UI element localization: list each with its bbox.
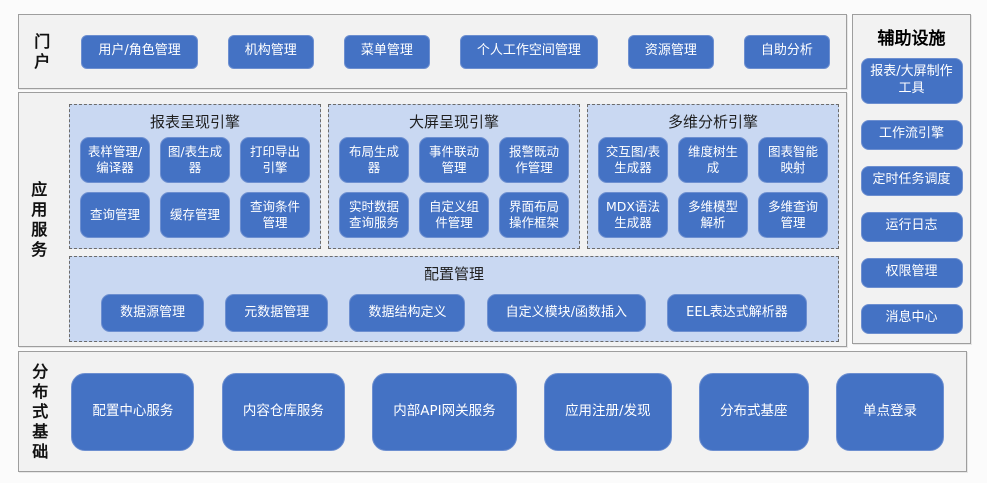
portal-node-row: 用户/角色管理 机构管理 菜单管理 个人工作空间管理 资源管理 自助分析: [51, 34, 830, 69]
node-multidim-query-mgmt: 多维查询管理: [758, 192, 828, 238]
olap-engine-box: 多维分析引擎 交互图/表生成器 维度树生成 图表智能映射 MDX语法生成器 多维…: [587, 104, 839, 249]
node-distributed-base: 分布式基座: [699, 372, 809, 451]
node-realtime-data-query-service: 实时数据查询服务: [339, 192, 409, 238]
node-chart-table-generator: 图/表生成器: [160, 137, 230, 183]
node-report-dashboard-authoring-tool: 报表/大屏制作工具: [860, 58, 963, 104]
node-menu-mgmt: 菜单管理: [343, 34, 430, 69]
report-engine-title: 报表呈现引擎: [149, 113, 240, 131]
node-query-mgmt: 查询管理: [80, 192, 150, 238]
app-services-label: 应用服务: [31, 179, 48, 259]
app-services-section: 应用服务 报表呈现引擎 表样管理/编译器 图/表生成器 打印导出引擎 查询管理 …: [18, 92, 847, 347]
node-report-template-compiler: 表样管理/编译器: [80, 137, 150, 183]
report-engine-box: 报表呈现引擎 表样管理/编译器 图/表生成器 打印导出引擎 查询管理 缓存管理 …: [69, 104, 321, 249]
portal-section: 门户 用户/角色管理 机构管理 菜单管理 个人工作空间管理 资源管理 自助分析: [18, 14, 847, 89]
config-mgmt-title: 配置管理: [423, 265, 484, 283]
node-data-structure-definition: 数据结构定义: [349, 294, 466, 332]
aux-facilities-panel: 辅助设施 报表/大屏制作工具 工作流引擎 定时任务调度 运行日志 权限管理 消息…: [852, 14, 971, 344]
node-cache-mgmt: 缓存管理: [160, 192, 230, 238]
node-org-mgmt: 机构管理: [227, 34, 314, 69]
node-chart-smart-mapping: 图表智能映射: [758, 137, 828, 183]
node-resource-mgmt: 资源管理: [627, 34, 714, 69]
node-app-register-discovery: 应用注册/发现: [544, 372, 672, 451]
node-personal-workspace-mgmt: 个人工作空间管理: [459, 34, 598, 69]
node-interactive-chart-generator: 交互图/表生成器: [598, 137, 668, 183]
node-content-repo-service: 内容仓库服务: [221, 372, 345, 451]
distributed-foundation-label: 分布式基础: [32, 361, 49, 461]
node-event-linkage-mgmt: 事件联动管理: [419, 137, 489, 183]
node-mdx-syntax-generator: MDX语法生成器: [598, 192, 668, 238]
node-scheduled-task-scheduler: 定时任务调度: [860, 165, 963, 196]
node-permission-mgmt: 权限管理: [860, 257, 963, 288]
node-eel-expression-parser: EEL表达式解析器: [667, 294, 807, 332]
node-message-center: 消息中心: [860, 303, 963, 334]
node-query-condition-mgmt: 查询条件管理: [240, 192, 310, 238]
node-config-center-service: 配置中心服务: [71, 372, 195, 451]
node-multidim-model-parsing: 多维模型解析: [678, 192, 748, 238]
node-custom-component-mgmt: 自定义组件管理: [419, 192, 489, 238]
node-ui-layout-framework: 界面布局操作框架: [499, 192, 569, 238]
portal-label: 门户: [34, 31, 51, 71]
foundation-node-row: 配置中心服务 内容仓库服务 内部API网关服务 应用注册/发现 分布式基座 单点…: [49, 372, 944, 451]
node-self-service-analysis: 自助分析: [743, 34, 830, 69]
node-run-logs: 运行日志: [860, 211, 963, 242]
node-layout-generator: 布局生成器: [339, 137, 409, 183]
dashboard-engine-box: 大屏呈现引擎 布局生成器 事件联动管理 报警既动作管理 实时数据查询服务 自定义…: [328, 104, 580, 249]
node-metadata-mgmt: 元数据管理: [225, 294, 329, 332]
node-custom-module-function-insert: 自定义模块/函数插入: [486, 294, 646, 332]
engine-row: 报表呈现引擎 表样管理/编译器 图/表生成器 打印导出引擎 查询管理 缓存管理 …: [69, 104, 839, 249]
aux-node-column: 报表/大屏制作工具 工作流引擎 定时任务调度 运行日志 权限管理 消息中心: [860, 58, 963, 334]
node-print-export-engine: 打印导出引擎: [240, 137, 310, 183]
node-internal-api-gateway-service: 内部API网关服务: [372, 372, 517, 451]
olap-engine-title: 多维分析引擎: [667, 113, 758, 131]
aux-facilities-title: 辅助设施: [877, 29, 946, 49]
node-alarm-action-mgmt: 报警既动作管理: [499, 137, 569, 183]
config-mgmt-row: 数据源管理 元数据管理 数据结构定义 自定义模块/函数插入 EEL表达式解析器: [70, 294, 838, 332]
distributed-foundation-section: 分布式基础 配置中心服务 内容仓库服务 内部API网关服务 应用注册/发现 分布…: [18, 351, 967, 472]
node-datasource-mgmt: 数据源管理: [101, 294, 205, 332]
node-user-role-mgmt: 用户/角色管理: [81, 34, 198, 69]
dashboard-engine-title: 大屏呈现引擎: [408, 113, 499, 131]
node-dimension-tree-generation: 维度树生成: [678, 137, 748, 183]
config-mgmt-box: 配置管理 数据源管理 元数据管理 数据结构定义 自定义模块/函数插入 EEL表达…: [69, 256, 839, 342]
dashboard-engine-grid: 布局生成器 事件联动管理 报警既动作管理 实时数据查询服务 自定义组件管理 界面…: [329, 137, 579, 238]
node-single-sign-on: 单点登录: [836, 372, 944, 451]
report-engine-grid: 表样管理/编译器 图/表生成器 打印导出引擎 查询管理 缓存管理 查询条件管理: [70, 137, 320, 238]
olap-engine-grid: 交互图/表生成器 维度树生成 图表智能映射 MDX语法生成器 多维模型解析 多维…: [588, 137, 838, 238]
node-workflow-engine: 工作流引擎: [860, 119, 963, 150]
